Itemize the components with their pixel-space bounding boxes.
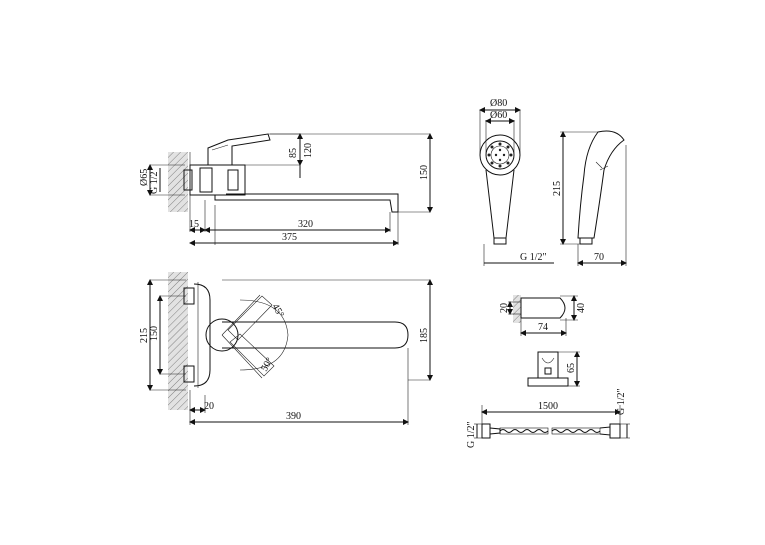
wall-hatch <box>168 272 188 410</box>
dim-20-plan: 20 <box>204 401 214 412</box>
dim-320: 320 <box>298 219 313 230</box>
cartridge <box>207 133 271 166</box>
hose-left-nut <box>481 423 491 439</box>
nozzles <box>487 142 513 168</box>
dim-120: 120 <box>303 143 314 158</box>
dim-1500: 1500 <box>538 401 558 412</box>
dim-215-plan: 215 <box>139 328 150 343</box>
dim-74: 74 <box>538 322 548 333</box>
shower-hose: 1500 G 1/2" G 1/2" <box>466 388 630 448</box>
holder-base <box>527 377 569 387</box>
dim-390: 390 <box>286 411 301 422</box>
dim-150-top: 150 <box>419 165 430 180</box>
dim-150-plan: 150 <box>149 326 160 341</box>
dim-g12-top: G 1/2 <box>149 172 160 195</box>
faucet-elevation-view: Ø65 G 1/2 85 120 150 15 320 375 <box>139 133 433 246</box>
hose-right-nut <box>609 423 621 439</box>
shower-head-side: 215 70 <box>552 130 627 266</box>
dim-185: 185 <box>419 328 430 343</box>
dim-50deg: 50° <box>259 356 276 374</box>
handle <box>485 169 515 239</box>
hose-body-left <box>499 429 549 433</box>
spout <box>214 193 399 213</box>
holder-front: 65 <box>527 351 580 387</box>
body-circle <box>205 318 239 352</box>
wall-hatch <box>513 295 521 323</box>
dim-g12-hose-right: G 1/2" <box>616 388 627 415</box>
holder-side: 20 40 74 <box>499 295 587 336</box>
dim-d65: Ø65 <box>139 169 150 186</box>
spout-plan <box>222 321 409 349</box>
dim-g12-head: G 1/2" <box>520 252 547 263</box>
dim-20-holder: 20 <box>499 303 510 313</box>
dim-d80: Ø80 <box>490 98 507 109</box>
dim-375: 375 <box>282 232 297 243</box>
faucet-plan-view: 45° 50° 215 150 185 20 390 <box>139 272 433 425</box>
hose-body-right <box>551 429 601 433</box>
dim-85: 85 <box>288 148 299 158</box>
head-side-profile <box>577 130 625 239</box>
dim-40: 40 <box>576 303 587 313</box>
wall-hatch <box>168 152 188 212</box>
dim-d60: Ø60 <box>490 110 507 121</box>
dim-15: 15 <box>189 219 199 230</box>
dim-215-head: 215 <box>552 181 563 196</box>
dim-70: 70 <box>594 252 604 263</box>
holder-profile <box>520 297 566 319</box>
shower-head-front: Ø80 Ø60 G 1/2" <box>479 98 554 266</box>
dim-65: 65 <box>566 363 577 373</box>
dim-g12-hose-left: G 1/2" <box>466 421 477 448</box>
